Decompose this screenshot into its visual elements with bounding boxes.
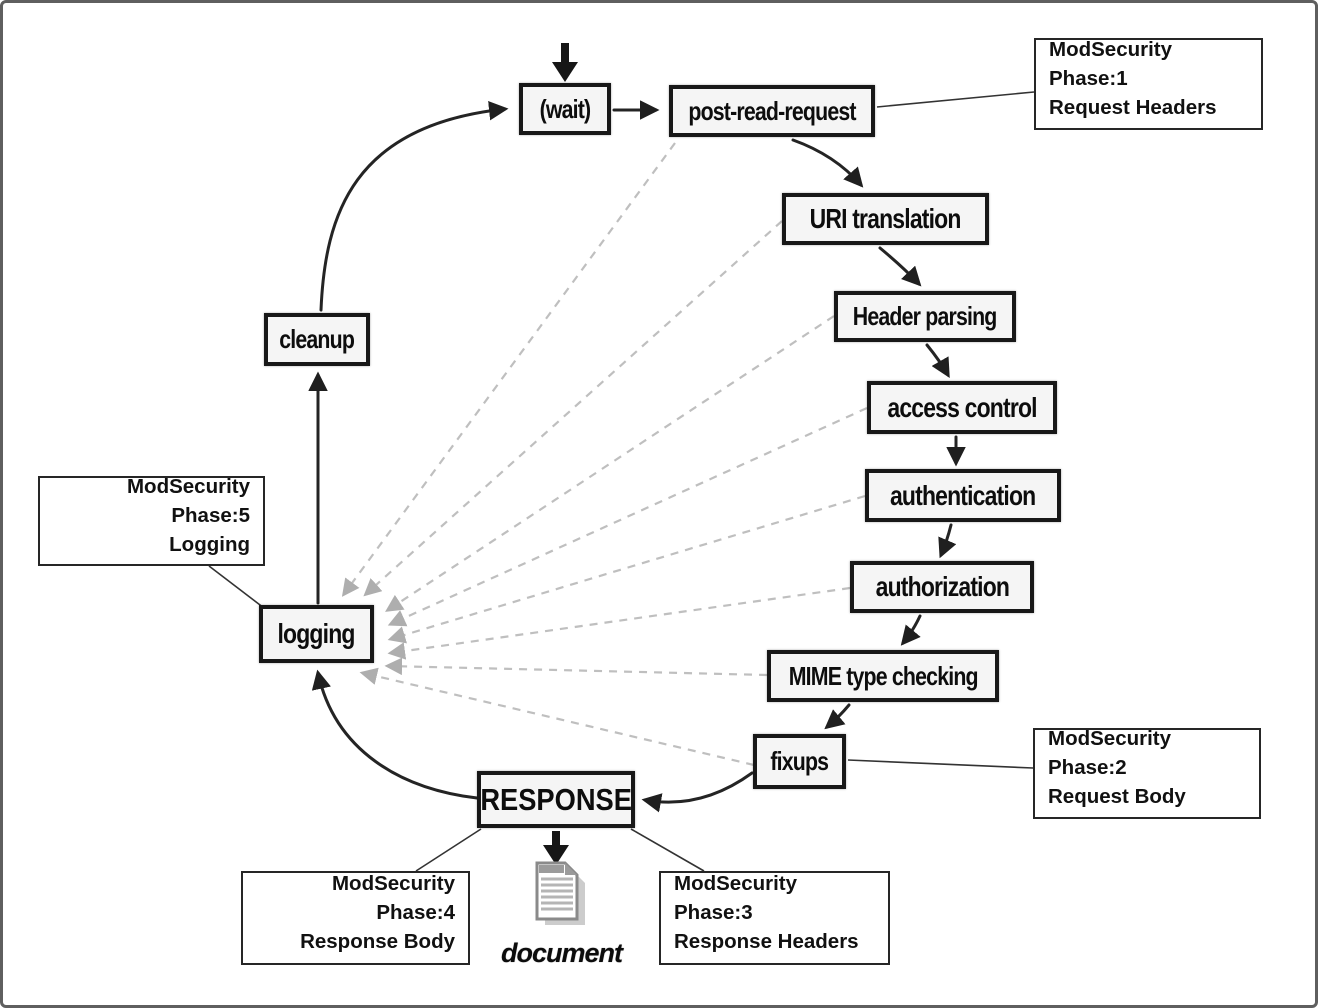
stage-post-read-request: post-read-request	[669, 85, 875, 137]
callout-modsecurity-phase5: ModSecurity Phase:5 Logging	[38, 475, 265, 566]
stage-wait: (wait)	[519, 83, 611, 135]
document-output: document	[501, 859, 623, 969]
callout-modsecurity-phase3: ModSecurity Phase:3 Response Headers	[659, 871, 890, 965]
callout-line-phase5	[208, 565, 265, 609]
dashed-arrow-fixups-to-logging	[359, 667, 755, 767]
callout-phase3-line1: ModSecurity Phase:3	[674, 871, 798, 924]
stage-cleanup: cleanup	[264, 313, 370, 366]
stage-authorization-label: authorization	[875, 571, 1009, 602]
stage-cleanup-label: cleanup	[279, 324, 356, 354]
callout-phase2-line2: Request Body	[1048, 785, 1186, 808]
connector-layer	[208, 43, 1035, 872]
dashed-arrow-authorization-to-logging	[387, 586, 851, 660]
arrow-header-parsing-to-access	[925, 343, 950, 379]
callout-phase4-line2: Response Body	[300, 929, 455, 953]
dashed-arrow-authentication-to-logging	[387, 494, 866, 644]
callout-line-phase2	[847, 759, 1034, 769]
stage-header-parsing-label: Header parsing	[853, 301, 998, 331]
entry-arrow	[552, 43, 578, 82]
callout-lines	[208, 91, 1035, 872]
stage-access-control: access control	[867, 381, 1057, 434]
stage-authentication: authentication	[865, 469, 1061, 522]
dashed-arrow-access-control-to-logging	[387, 406, 868, 627]
callout-modsecurity-phase2: ModSecurity Phase:2 Request Body	[1033, 727, 1261, 819]
arrow-authorization-to-mime	[900, 614, 922, 646]
stage-uri-translation-label: URI translation	[809, 203, 962, 234]
dashed-arrow-post-read-request-to-logging	[341, 142, 676, 597]
document-label: document	[501, 938, 623, 968]
stage-logging: logging	[259, 605, 374, 663]
callout-modsecurity-phase1: ModSecurity Phase:1 Request Headers	[1034, 38, 1263, 130]
stage-logging-label: logging	[277, 618, 356, 649]
callout-phase2-line1: ModSecurity Phase:2	[1048, 727, 1172, 779]
stage-response-label: RESPONSE	[480, 781, 632, 817]
stage-header-parsing: Header parsing	[834, 291, 1016, 342]
arrow-post-read-request-to-uri	[791, 138, 864, 188]
callout-line-phase4	[415, 828, 482, 872]
dashed-arrow-mime-type-to-logging	[384, 657, 768, 677]
stage-authorization: authorization	[850, 561, 1034, 613]
arrow-response-to-logging	[311, 669, 479, 800]
arrow-authentication-to-authorization	[938, 523, 957, 559]
flow-arrows	[308, 100, 966, 813]
arrow-fixups-to-response	[641, 771, 754, 813]
arrow-cleanup-to-wait	[319, 100, 509, 312]
stage-wait-label: (wait)	[539, 93, 592, 124]
callout-modsecurity-phase4: ModSecurity Phase:4 Response Body	[241, 871, 470, 965]
stage-response: RESPONSE	[477, 771, 635, 828]
callout-phase5-line2: Logging	[169, 532, 250, 556]
callout-phase3-line2: Response Headers	[674, 929, 859, 953]
stage-authentication-label: authentication	[890, 479, 1036, 511]
stage-mime-type-checking-label: MIME type checking	[788, 660, 978, 691]
arrow-mime-to-fixups	[824, 703, 851, 730]
stage-uri-translation: URI translation	[782, 193, 989, 245]
phase-to-logging-dashed-arrows	[341, 142, 868, 767]
callout-line-phase1	[876, 91, 1035, 108]
stage-fixups: fixups	[753, 734, 846, 789]
response-to-document-arrow	[543, 831, 569, 865]
stage-fixups-label: fixups	[770, 746, 830, 776]
callout-phase1-line1: ModSecurity Phase:1	[1049, 37, 1173, 90]
callout-phase5-line1: ModSecurity Phase:5	[126, 474, 250, 527]
callout-phase1-line2: Request Headers	[1049, 95, 1217, 119]
dashed-arrow-header-parsing-to-logging	[385, 315, 835, 612]
document-icon	[535, 861, 585, 925]
stage-mime-type-checking: MIME type checking	[767, 650, 999, 702]
callout-line-phase3	[630, 828, 705, 872]
stage-access-control-label: access control	[887, 391, 1037, 423]
stage-post-read-request-label: post-read-request	[688, 95, 856, 126]
callout-phase4-line1: ModSecurity Phase:4	[331, 871, 455, 924]
arrow-uri-to-header-parsing	[878, 246, 922, 287]
dashed-arrow-uri-translation-to-logging	[363, 220, 783, 597]
